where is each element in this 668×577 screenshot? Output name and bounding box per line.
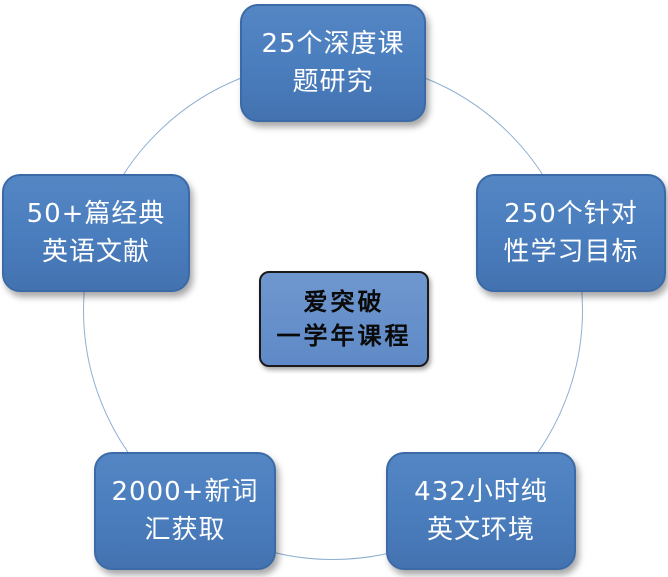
node-vocabulary: 2000+新词 汇获取	[94, 452, 276, 570]
center-text-line2: 一学年课程	[276, 321, 412, 350]
node-text-line1: 432小时纯	[414, 477, 548, 507]
node-text-line2: 英语文献	[41, 237, 150, 267]
node-text-line1: 25个深度课	[261, 29, 405, 59]
node-text-line1: 50+篇经典	[26, 199, 166, 229]
node-learning-goals: 250个针对 性学习目标	[476, 174, 666, 292]
center-text-line1: 爱突破	[303, 287, 385, 316]
node-research-topics: 25个深度课 题研究	[240, 4, 426, 122]
node-english-environment: 432小时纯 英文环境	[386, 452, 576, 570]
node-text-line1: 250个针对	[504, 199, 638, 229]
node-text-line2: 汇获取	[144, 515, 226, 545]
node-text-line2: 题研究	[292, 67, 374, 97]
node-text-line2: 性学习目标	[503, 237, 639, 267]
node-text-line2: 英文环境	[426, 515, 535, 545]
node-english-literature: 50+篇经典 英语文献	[2, 174, 190, 292]
center-course-box: 爱突破 一学年课程	[259, 271, 429, 367]
node-text-line1: 2000+新词	[111, 477, 259, 507]
